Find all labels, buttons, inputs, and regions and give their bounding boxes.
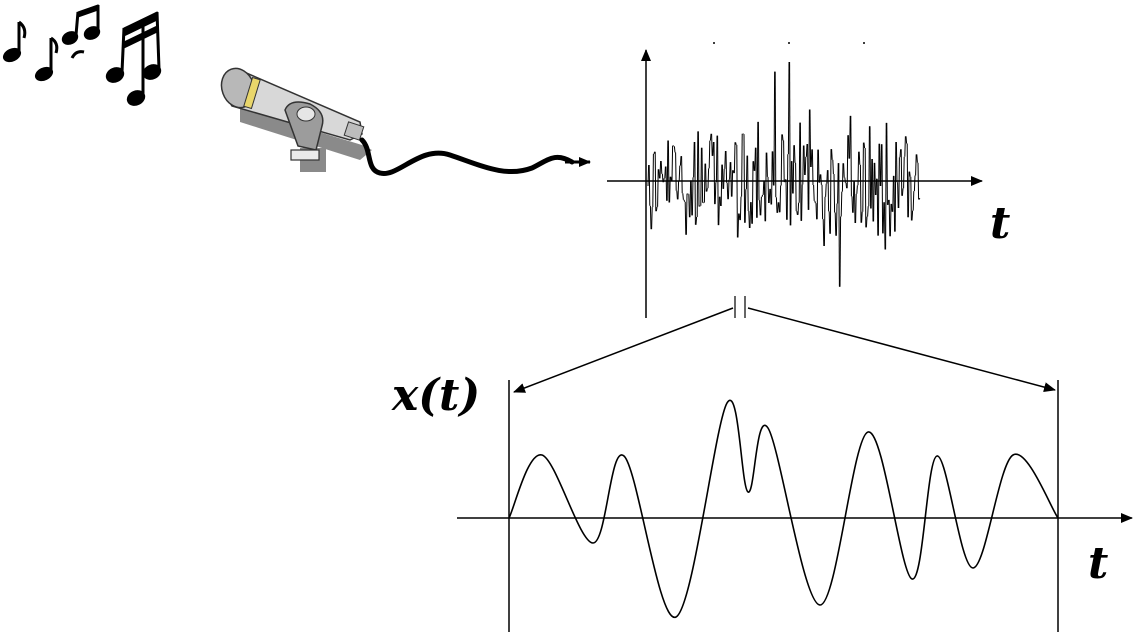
signal-plot: x(t) t [391,370,1133,632]
noise-waveform [647,61,921,287]
zoom-indicator [513,296,1056,393]
signal-waveform [508,399,1059,618]
zoom-arrow-left [513,307,734,393]
signal-label: x(t) [391,370,480,421]
zoom-arrow-right [747,307,1056,392]
microphone-icon [220,67,372,172]
signal-axis-label: t [1088,538,1108,589]
noise-axis-label: t [990,198,1010,249]
music-notes-icon [2,4,162,106]
noise-plot: t [607,42,1010,318]
cable-arrow-icon [359,137,591,176]
